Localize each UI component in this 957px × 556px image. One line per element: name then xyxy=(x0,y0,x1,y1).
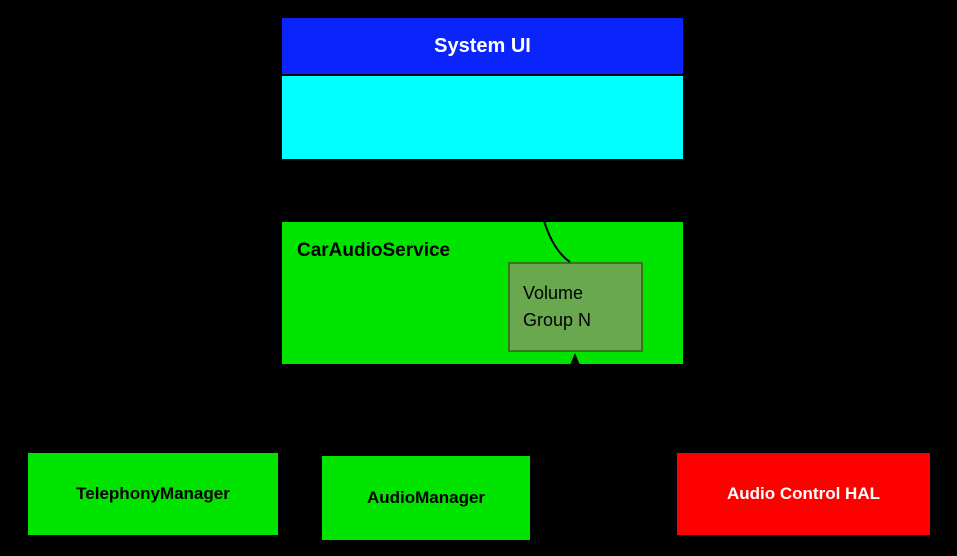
volume-group-label: Volume Group N xyxy=(523,283,592,330)
audio-manager-box: AudioManager xyxy=(321,455,531,541)
telephony-manager-box: TelephonyManager xyxy=(27,452,279,536)
car-audio-service-label: CarAudioService xyxy=(297,240,451,261)
audio-control-hal-box: Audio Control HAL xyxy=(676,452,931,536)
volume-group-box: Volume Group N xyxy=(508,262,643,352)
system-ui-header-box: System UI xyxy=(281,17,684,75)
telephony-manager-label: TelephonyManager xyxy=(76,484,230,503)
system-ui-title: System UI xyxy=(434,34,531,57)
audio-control-hal-label: Audio Control HAL xyxy=(727,484,880,503)
system-ui-body-panel xyxy=(281,75,684,160)
audio-manager-label: AudioManager xyxy=(366,488,486,507)
